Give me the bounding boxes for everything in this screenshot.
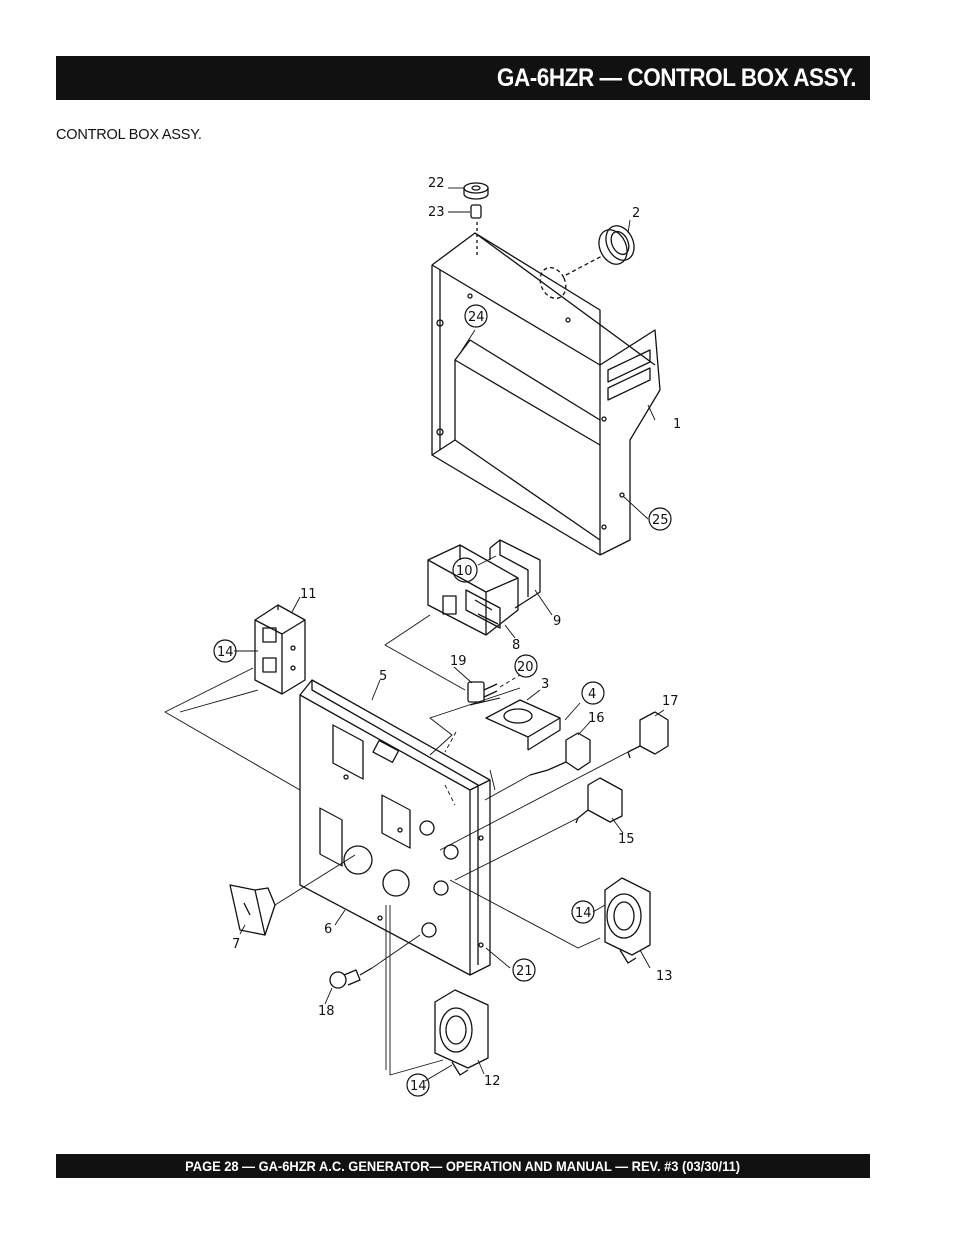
callout-14-c: 14 (410, 1079, 427, 1094)
exploded-parts-diagram: 22 23 2 24 1 25 10 9 8 11 14 19 20 5 3 4… (164, 176, 681, 1097)
callout-10: 10 (456, 564, 473, 579)
toggle-switch-16 (529, 732, 591, 776)
twist-lock-receptacle-12 (434, 989, 489, 1076)
callout-8: 8 (512, 638, 520, 653)
callout-11: 11 (300, 587, 317, 602)
page-footer-text: PAGE 28 — GA-6HZR A.C. GENERATOR— OPERAT… (185, 1158, 741, 1174)
breaker-bracket-part (489, 539, 541, 609)
callout-18: 18 (318, 1004, 335, 1019)
callout-2: 2 (632, 206, 640, 221)
callout-6: 6 (324, 922, 332, 937)
page-header-bar: GA-6HZR — CONTROL BOX ASSY. (56, 56, 870, 100)
callout-5: 5 (379, 669, 387, 684)
callout-7: 7 (232, 937, 240, 952)
callout-4: 4 (588, 687, 596, 702)
control-box-housing (431, 232, 661, 556)
grommet-part (539, 225, 635, 300)
callout-13: 13 (656, 969, 673, 984)
callout-17: 17 (662, 694, 679, 709)
indicator-lamp-part (329, 967, 373, 989)
knob-nut-part (463, 182, 489, 200)
callout-23: 23 (428, 205, 445, 220)
page-footer-bar: PAGE 28 — GA-6HZR A.C. GENERATOR— OPERAT… (56, 1154, 870, 1178)
callout-24: 24 (468, 310, 485, 325)
callout-3: 3 (541, 677, 549, 692)
callout-20: 20 (517, 660, 534, 675)
meter-part (229, 884, 276, 936)
spacer-part (470, 204, 482, 258)
toggle-switch-17 (627, 711, 669, 759)
callout-14-b: 14 (575, 906, 592, 921)
callout-21: 21 (516, 964, 533, 979)
callout-25: 25 (652, 513, 669, 528)
callout-14-a: 14 (217, 645, 234, 660)
callout-16: 16 (588, 711, 605, 726)
callout-15: 15 (618, 832, 635, 847)
callout-12: 12 (484, 1074, 501, 1089)
duplex-receptacle-part (254, 604, 306, 695)
callout-22: 22 (428, 176, 445, 191)
toggle-switch-15 (575, 777, 623, 824)
page-title: GA-6HZR — CONTROL BOX ASSY. (496, 63, 857, 92)
section-caption: CONTROL BOX ASSY. (56, 127, 202, 143)
callout-9: 9 (553, 614, 561, 629)
circuit-breaker-part (427, 544, 519, 636)
rectifier-part (467, 681, 498, 703)
mounting-bracket-part (485, 699, 561, 751)
callout-19: 19 (450, 654, 467, 669)
control-panel-part (299, 679, 491, 976)
twist-lock-receptacle-13 (604, 877, 651, 964)
callout-1: 1 (673, 417, 681, 432)
